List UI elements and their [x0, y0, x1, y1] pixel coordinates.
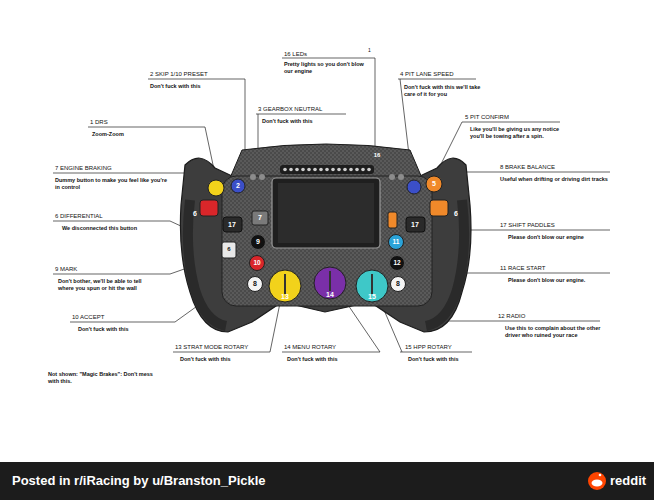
callout-note: Don't fuck with this: [180, 356, 231, 363]
callout-note: Like you'll be giving us any notice you'…: [470, 126, 560, 139]
callout-note: We disconnected this button: [62, 225, 137, 232]
leader-lines: [53, 58, 610, 352]
callout-title: 9 MARK: [55, 266, 77, 273]
callout-number: 8: [396, 280, 400, 288]
callout-number: 13: [281, 293, 289, 301]
callout-note: Useful when drifting or driving dirt tra…: [500, 176, 610, 183]
callout-note: Use this to complain about the other dri…: [505, 325, 605, 338]
callout-title: 16 LEDs: [284, 51, 307, 58]
callout-title: 17 SHIFT PADDLES: [500, 222, 555, 229]
callout-title: 1 DRS: [90, 119, 108, 126]
callout-number: 15: [368, 293, 376, 301]
callout-number: 12: [393, 259, 400, 267]
callout-number: 14: [326, 291, 334, 299]
callout-note: Don't fuck with this: [78, 326, 129, 333]
callout-note: Dummy button to make you feel like you'r…: [55, 177, 170, 190]
callout-title: 10 ACCEPT: [72, 314, 104, 321]
brand-name: reddit: [610, 473, 646, 489]
callout-note: Don't bother, we'll be able to tell wher…: [58, 278, 158, 291]
callout-number: 9: [256, 238, 260, 246]
callout-number: 6: [227, 246, 230, 253]
callout-title: 11 RACE START: [500, 265, 545, 272]
callout-number: 16: [374, 152, 381, 159]
callout-title: 6 DIFFERENTIAL: [55, 213, 103, 220]
callout-note: Don't fuck with this: [408, 356, 459, 363]
callout-note: Pretty lights so you don't blow our engi…: [284, 61, 370, 74]
callout-number: 6: [454, 210, 458, 218]
callout-number: 8: [253, 280, 257, 288]
callout-title: 8 BRAKE BALANCE: [500, 164, 555, 171]
callout-number: 11: [393, 238, 400, 246]
callout-number: 5: [432, 180, 436, 188]
note: Not shown: "Magic Brakes": Don't mess wi…: [48, 371, 153, 384]
callout-title: 4 PIT LANE SPEED: [400, 71, 454, 78]
callout-title: 14 MENU ROTARY: [284, 344, 336, 351]
callout-number: 1: [368, 47, 371, 53]
callout-title: 2 SKIP 1/10 PRESET: [150, 71, 208, 78]
callout-title: 12 RADIO: [498, 313, 525, 320]
callout-note: Don't fuck with this: [262, 118, 313, 125]
callout-number: 17: [411, 221, 419, 229]
callout-title: 5 PIT CONFIRM: [465, 114, 509, 121]
callout-number: 7: [258, 214, 262, 222]
callout-title: 13 STRAT MODE ROTARY: [175, 344, 248, 351]
callout-note: Don't fuck with this: [287, 356, 338, 363]
callout-number: 6: [193, 210, 197, 218]
callout-note: Don't fuck with this we'll take care of …: [404, 84, 490, 97]
callout-number: 17: [228, 221, 236, 229]
callout-number: 10: [253, 259, 260, 267]
callout-title: 15 HPP ROTARY: [405, 344, 452, 351]
callout-number: 2: [236, 182, 240, 190]
callout-note: Please don't blow our engine.: [508, 277, 585, 284]
callout-title: 3 GEARBOX NEUTRAL: [258, 106, 322, 113]
callout-note: Zoom-Zoom: [92, 131, 124, 138]
callout-note: Don't fuck with this: [150, 83, 201, 90]
callout-title: 7 ENGINE BRAKING: [55, 165, 112, 172]
callout-note: Please don't blow our engine: [508, 234, 584, 241]
footer-text: Posted in r/iRacing by u/Branston_Pickle: [12, 473, 266, 489]
